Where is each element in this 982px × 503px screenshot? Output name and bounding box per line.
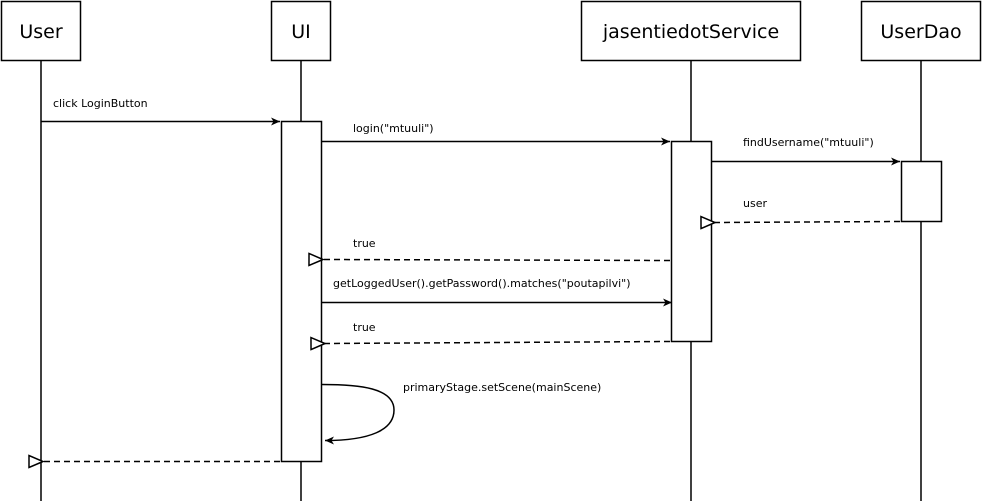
user-return-arrow xyxy=(715,222,901,223)
dao-activation-bar xyxy=(900,160,943,223)
true-return-label-2: true xyxy=(353,321,376,334)
participant-user-label: User xyxy=(19,21,62,43)
login-label: login("mtuuli") xyxy=(353,122,434,135)
participant-service: jasentiedotService xyxy=(580,0,802,62)
matches-label: getLoggedUser().getPassword().matches("p… xyxy=(333,277,631,290)
participant-service-label: jasentiedotService xyxy=(602,21,779,43)
true-return-arrow-2 xyxy=(325,342,671,344)
true-return-label-1: true xyxy=(353,237,376,250)
participant-ui-label: UI xyxy=(291,21,311,43)
participant-dao-label: UserDao xyxy=(880,21,961,43)
find-username-label: findUsername("mtuuli") xyxy=(743,136,874,149)
user-return-label: user xyxy=(743,197,767,210)
participant-user: User xyxy=(0,0,82,62)
true-return-arrow-1 xyxy=(323,260,671,261)
set-scene-self-arrow xyxy=(321,383,395,445)
participant-dao: UserDao xyxy=(860,0,982,62)
set-scene-label: primaryStage.setScene(mainScene) xyxy=(403,381,601,394)
service-activation-bar xyxy=(670,140,713,343)
participant-ui: UI xyxy=(270,0,332,62)
click-label: click LoginButton xyxy=(53,97,148,110)
ui-activation-bar xyxy=(280,120,323,463)
